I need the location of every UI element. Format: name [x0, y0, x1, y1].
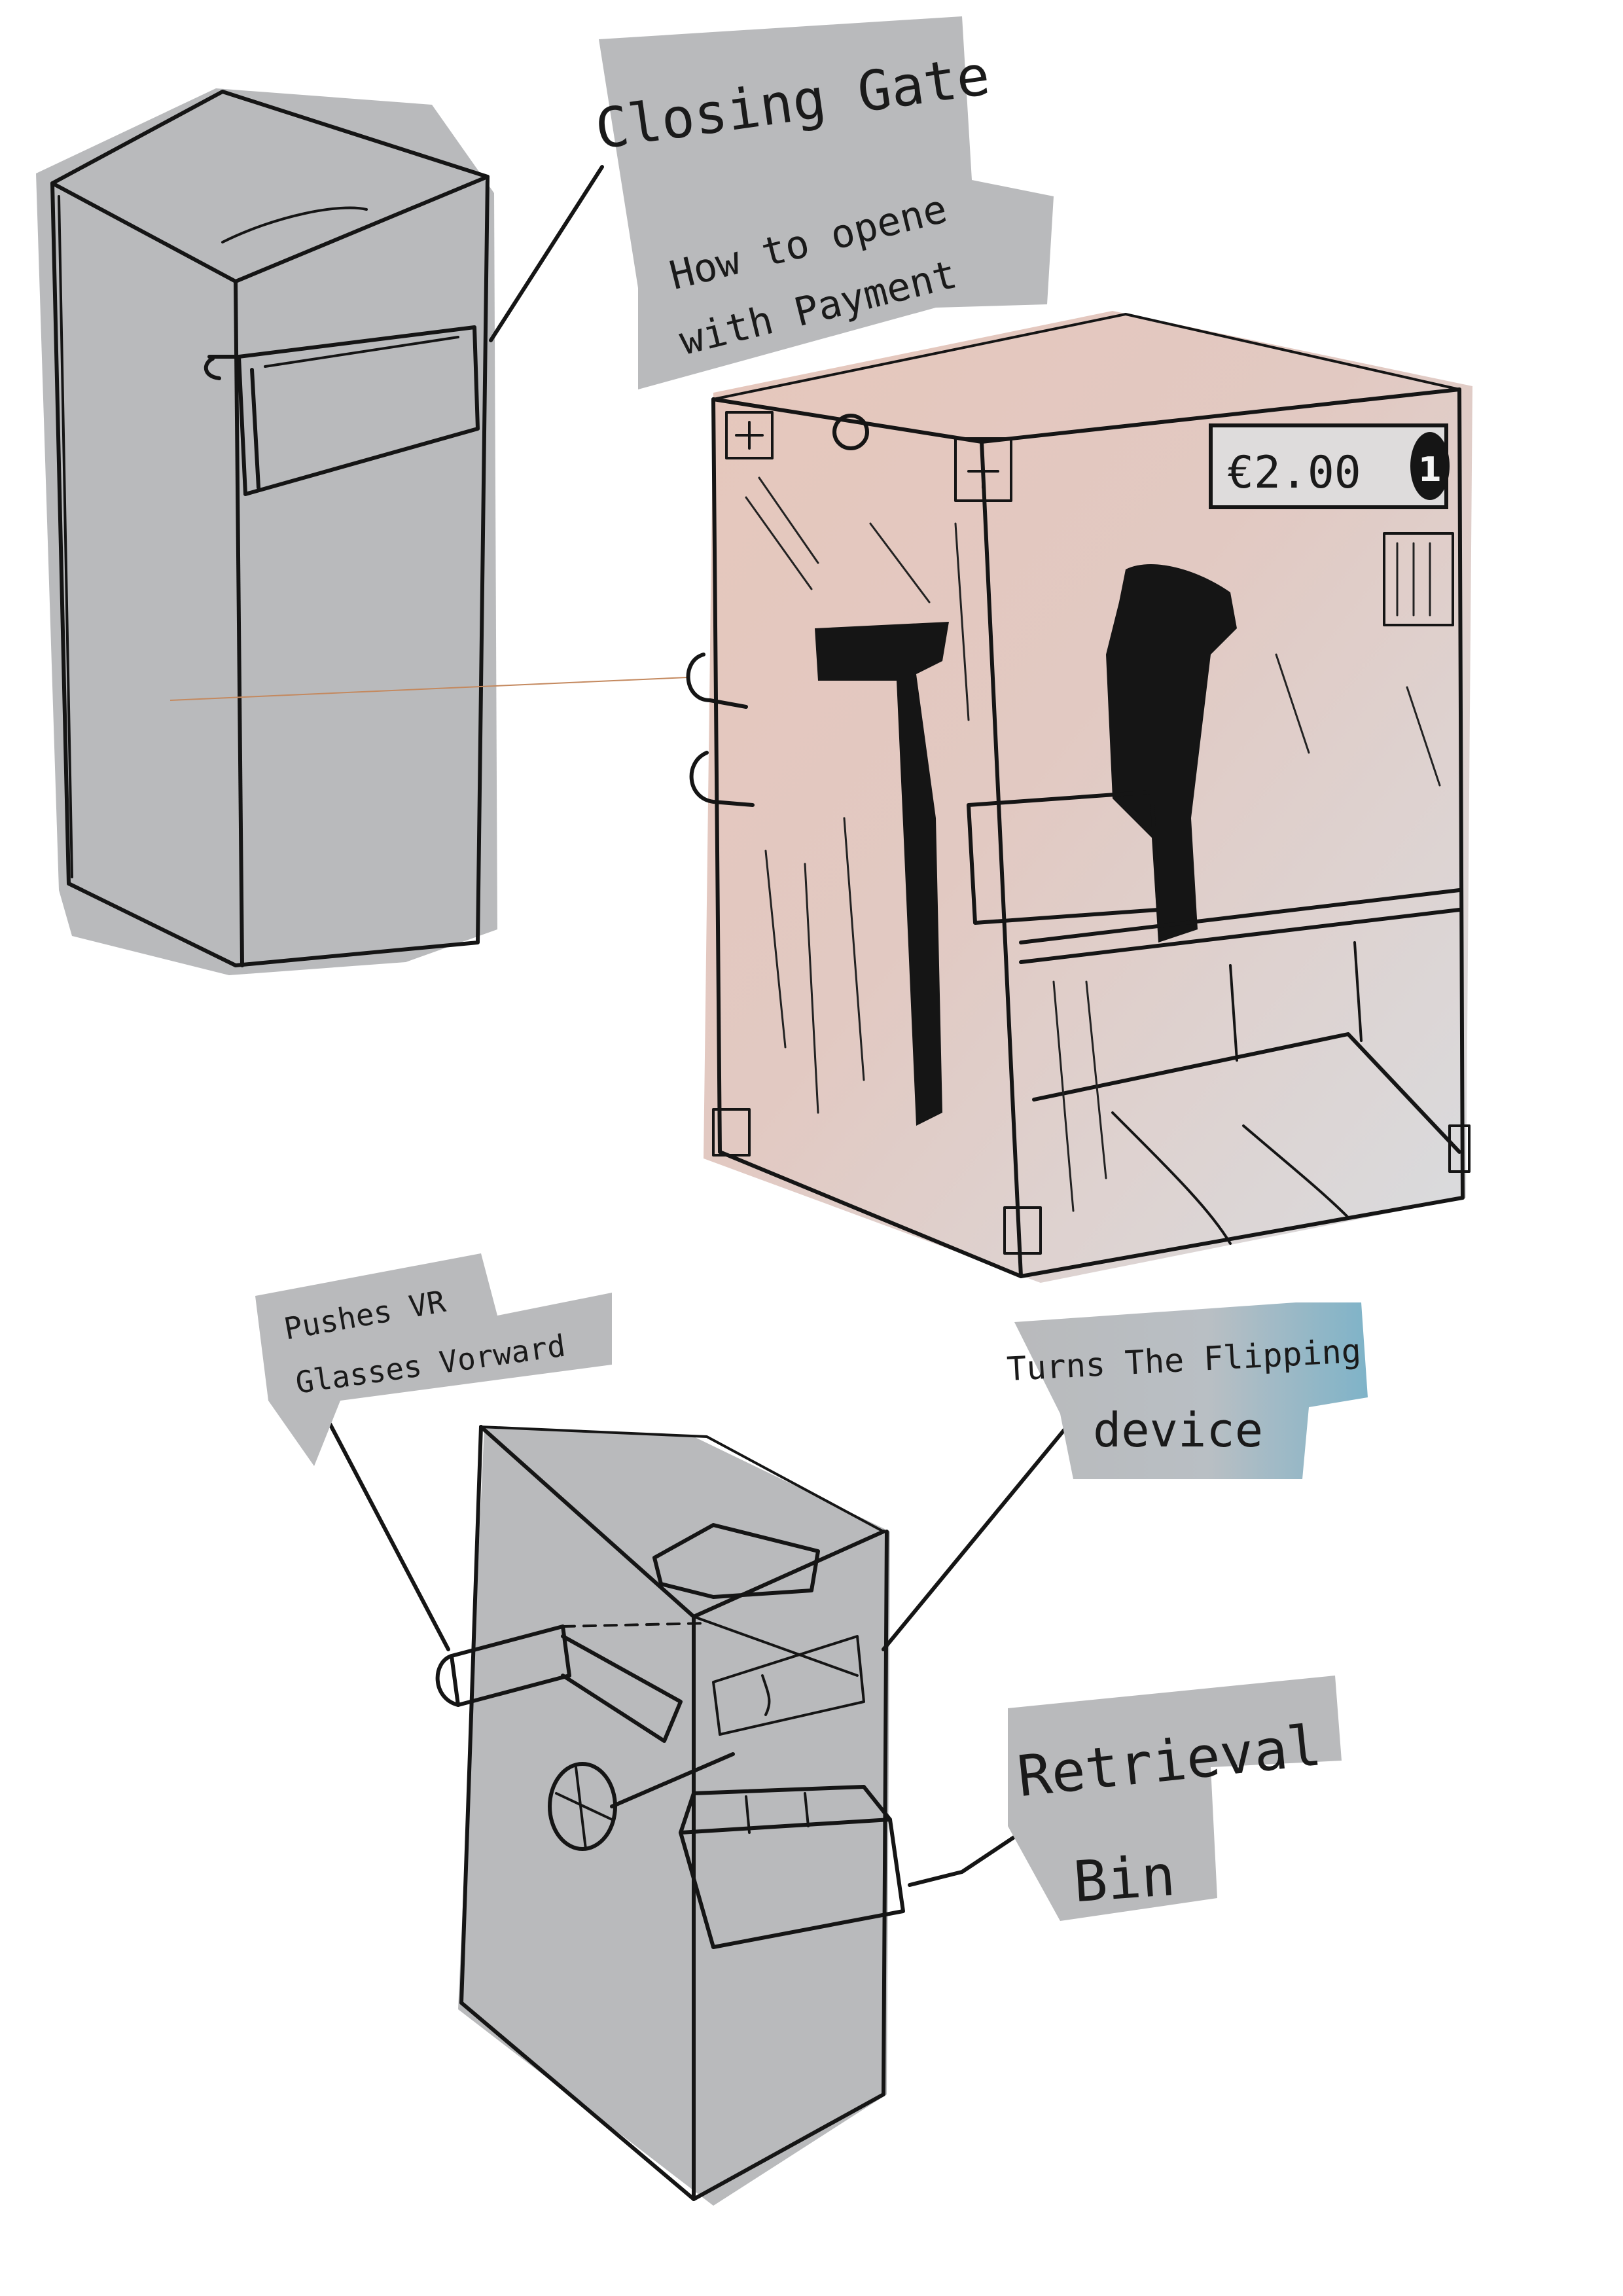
leader-line-thin [169, 677, 688, 701]
price-tag: €2.00 1 [1209, 423, 1450, 509]
leader-line-retrieval [908, 1831, 1023, 1887]
callout-turns-flipping: Turns The Flipping device [1006, 1302, 1368, 1479]
label-bin: Bin [1071, 1843, 1177, 1916]
coin-number: 1 [1418, 450, 1442, 490]
mechanism-side-view [435, 1425, 905, 2206]
leader-line-turns [882, 1425, 1069, 1651]
leader-line-pushes [309, 1386, 450, 1651]
price-tag-text: €2.00 [1227, 447, 1361, 499]
closed-cabinet-sketch [36, 88, 497, 975]
open-cabinet-detail: €2.00 1 [686, 311, 1472, 1283]
callout-retrieval-bin: Retrieval Bin [1008, 1676, 1342, 1921]
label-turns-flipping-2: device [1093, 1403, 1263, 1458]
callout-closing-gate: Closing Gate How to opene with Payment [592, 16, 1054, 389]
leader-line-gate [489, 165, 604, 342]
